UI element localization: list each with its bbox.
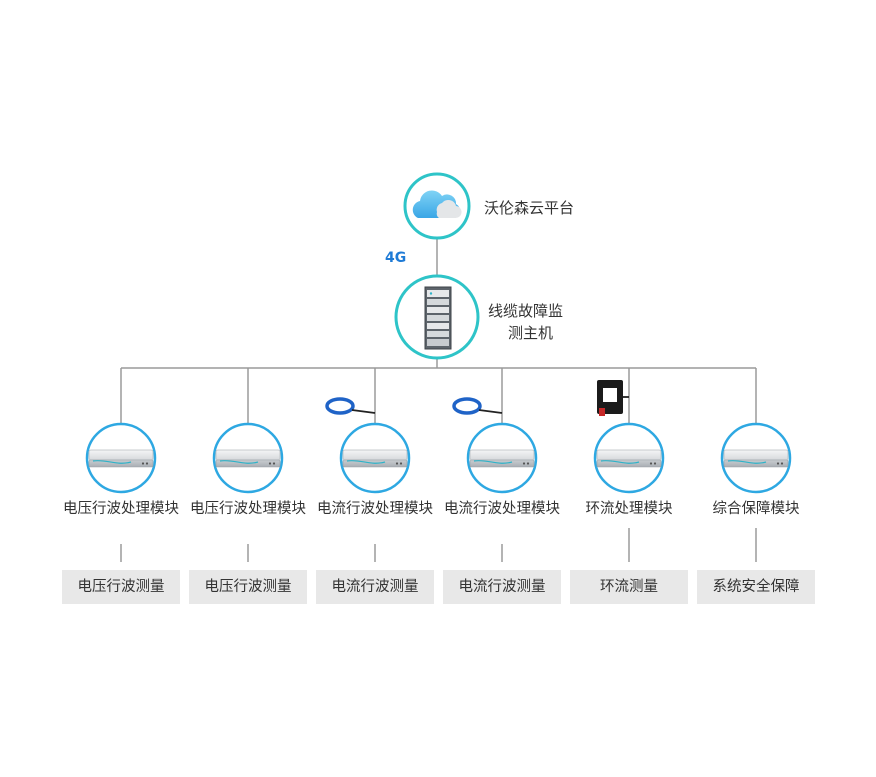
measurement-box: 电压行波测量	[189, 570, 307, 604]
measure-connectors	[120, 528, 757, 562]
module-node-2	[212, 422, 284, 494]
server-rack-icon	[424, 286, 452, 350]
module-node-4	[466, 422, 538, 494]
measurement-box: 电流行波测量	[443, 570, 561, 604]
measurement-box: 电流行波测量	[316, 570, 434, 604]
module-label: 电压行波处理模块	[63, 501, 179, 517]
processing-unit-icon	[469, 449, 535, 468]
measurement-box: 系统安全保障	[697, 570, 815, 604]
cloud-icon	[412, 190, 462, 219]
host-label-line2: 测主机	[508, 324, 554, 342]
module-label: 电流行波处理模块	[444, 501, 560, 517]
cloud-node	[403, 172, 471, 240]
host-label-line1: 线缆故障监	[488, 302, 564, 320]
measurement-box: 环流测量	[570, 570, 688, 604]
module-label: 电压行波处理模块	[190, 501, 306, 517]
module-label: 环流处理模块	[585, 501, 673, 517]
link-label-4g: 4G	[385, 250, 407, 266]
processing-unit-icon	[88, 449, 154, 468]
processing-unit-icon	[215, 449, 281, 468]
processing-unit-icon	[342, 449, 408, 468]
rogowski-coil-icon	[325, 397, 376, 415]
branch-lines	[120, 368, 757, 424]
module-node-6	[720, 422, 792, 494]
cloud-label: 沃伦森云平台	[484, 199, 575, 217]
module-node-3	[339, 422, 411, 494]
module-node-5	[593, 422, 665, 494]
module-nodes	[85, 422, 792, 494]
host-node	[394, 274, 480, 360]
processing-unit-icon	[723, 449, 789, 468]
processing-unit-icon	[596, 449, 662, 468]
ct-clamp-icon	[597, 380, 629, 416]
measurement-box: 电压行波测量	[62, 570, 180, 604]
module-node-1	[85, 422, 157, 494]
module-label: 电流行波处理模块	[317, 501, 433, 517]
module-label: 综合保障模块	[712, 501, 800, 517]
rogowski-coil-icon	[452, 397, 503, 415]
